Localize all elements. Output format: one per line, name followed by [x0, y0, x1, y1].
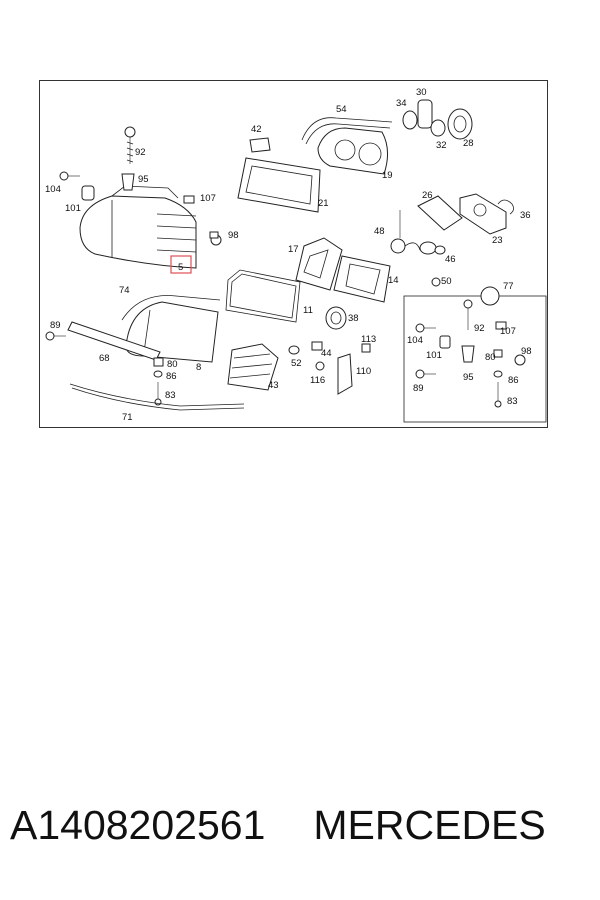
callout: 86 [166, 371, 177, 382]
bracket-110 [337, 353, 353, 395]
callout: 107 [200, 193, 216, 204]
callout: 77 [503, 281, 514, 292]
callout: 110 [356, 366, 371, 377]
detail-inset [403, 295, 547, 423]
lamp-sockets [402, 99, 473, 140]
callout: 43 [268, 380, 279, 391]
screw-89 [45, 331, 66, 341]
callout: 52 [291, 358, 302, 369]
headlamp-assembly-top [79, 185, 197, 269]
callout: 44 [321, 348, 332, 359]
callout: 92 [474, 323, 485, 334]
callout: 83 [165, 390, 176, 401]
callout: 34 [396, 98, 407, 109]
callout: 68 [99, 353, 110, 364]
inset-parts [415, 286, 526, 408]
callout: 21 [318, 198, 329, 209]
callout: 74 [119, 285, 130, 296]
callout: 113 [361, 334, 376, 345]
washer-86 [153, 370, 163, 378]
callout: 107 [500, 326, 516, 337]
callout: 89 [413, 383, 424, 394]
reflector-17 [295, 237, 343, 291]
callout: 30 [416, 87, 427, 98]
socket-44 [311, 341, 323, 351]
callout: 54 [336, 104, 347, 115]
callout: 32 [436, 140, 447, 151]
product-caption: A1408202561 MERCEDES [10, 802, 590, 849]
ring-38 [325, 306, 347, 330]
callout: 80 [485, 352, 496, 363]
callout: 19 [382, 170, 393, 181]
callout: 50 [441, 276, 452, 287]
clip-80 [153, 357, 164, 367]
bulb-50 [431, 277, 441, 287]
callout: 46 [445, 254, 456, 265]
reflector-14 [333, 255, 391, 303]
callout: 28 [463, 138, 474, 149]
callout: 71 [122, 412, 133, 423]
callout: 14 [388, 275, 399, 286]
callout: 5 [178, 262, 183, 273]
seal-11 [225, 269, 301, 323]
callout: 17 [288, 244, 299, 255]
callout: 101 [65, 203, 81, 214]
callout: 26 [422, 190, 433, 201]
grommet-101 [81, 185, 95, 201]
callout: 83 [507, 396, 518, 407]
callout: 101 [426, 350, 442, 361]
callout: 86 [508, 375, 519, 386]
spring-clip-36 [497, 199, 514, 215]
screw-104 [59, 171, 80, 181]
lens-8 [125, 301, 219, 363]
bracket-42 [249, 137, 271, 153]
bulb-h7 [419, 241, 446, 255]
bulb-48 [390, 210, 421, 254]
adjuster-98 [209, 231, 222, 246]
callout: 104 [407, 335, 423, 346]
callout: 8 [196, 362, 201, 373]
callout: 36 [520, 210, 531, 221]
callout: 42 [251, 124, 262, 135]
part-number: A1408202561 [10, 802, 266, 848]
clip-95 [121, 173, 135, 191]
frame-21 [237, 157, 321, 213]
callout: 98 [521, 346, 532, 357]
callout: 80 [167, 359, 178, 370]
corner-lamp-43 [227, 343, 279, 391]
strip-71 [69, 383, 245, 407]
callout: 95 [463, 372, 474, 383]
callout: 92 [135, 147, 146, 158]
bolt-92 [124, 126, 136, 164]
callout: 95 [138, 174, 149, 185]
housing-19 [317, 127, 388, 175]
trim-54 [301, 117, 393, 141]
callout-labels: 92 95 104 101 107 98 5 42 54 34 30 32 28… [45, 87, 532, 423]
callout: 89 [50, 320, 61, 331]
screw-116 [315, 361, 325, 371]
callout: 116 [310, 375, 325, 386]
callout: 104 [45, 184, 61, 195]
clip-113 [361, 343, 371, 353]
bulb-52 [288, 345, 300, 355]
callout: 38 [348, 313, 359, 324]
brand-name: MERCEDES [313, 802, 546, 848]
highlight-box [170, 255, 192, 274]
callout: 11 [303, 305, 313, 316]
gasket-26 [417, 195, 463, 231]
callout: 23 [492, 235, 503, 246]
cover-23 [459, 193, 507, 235]
clip-107 [183, 195, 195, 204]
screw-83 [154, 382, 162, 406]
callout: 98 [228, 230, 239, 241]
trim-74 [121, 295, 221, 321]
callout: 48 [374, 226, 385, 237]
